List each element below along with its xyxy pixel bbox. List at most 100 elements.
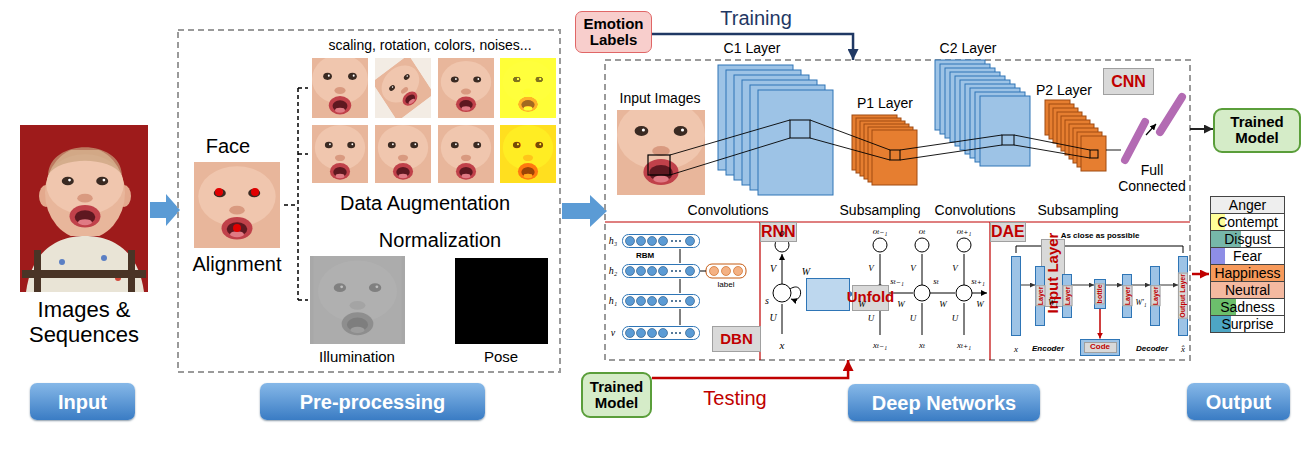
label-text: oₜ₋₁ [873,226,888,236]
output-arrow [1192,274,1209,275]
label-text: sₜ [933,276,939,286]
cnn-illustration [612,60,1182,195]
node-text: Layer [1035,286,1045,307]
node-text: Layer [1122,286,1132,307]
label-text: Subsampling [840,202,921,218]
label-text: h₁ [609,295,617,307]
model-box: Trained Model [1213,108,1301,153]
connector [1190,128,1213,130]
label-text: W [939,299,947,309]
label-text: U [910,313,917,323]
label-text: sₜ₋₁ [890,276,904,286]
layer-bar: Layer [1150,266,1160,326]
node-text: Trained Model [586,379,647,412]
node-text: Pre-processing [268,391,478,413]
emotion-name: Contempt [1217,214,1278,230]
node-text: bottle [1095,283,1105,304]
node-text: Layer [1150,286,1160,307]
label-text: x̂ [1181,344,1185,354]
node-text: Input [38,391,128,413]
connector [1021,285,1035,286]
emotion-list: AngerContemptDisgustFearHappinessNeutral… [1210,197,1285,333]
node-text: Deep Networks [856,392,1033,414]
label-text: Subsampling [1038,202,1119,218]
emotion-row: Disgust [1210,230,1285,248]
label-text: Convolutions [688,202,769,218]
label-text: C1 Layer [724,40,781,56]
label-text: As close as possible [1061,231,1140,240]
label-text: x [1014,344,1018,354]
layer-bar: Layer [1062,274,1072,318]
emotion-row: Fear [1210,247,1285,265]
label-text: V [910,263,916,273]
augmentation-images [309,51,556,186]
label-text: oₜ [919,226,926,236]
emotion-name: Disgust [1224,231,1271,247]
network-tag: CNN [1103,68,1154,95]
emotion-row: Sadness [1210,298,1285,316]
label-text: Normalization [379,229,501,252]
stage-button: Input [30,383,135,420]
label-text: Images & Sequences [19,297,149,348]
label-text: oₜ₊₁ [957,226,972,236]
label-text: Pose [484,348,518,365]
dbn-illustration [623,235,747,340]
rnn-illustration [773,238,987,335]
normalization-images [310,256,548,344]
label-text: scaling, rotation, colors, noises... [328,37,531,53]
label-text: Encoder [1032,344,1064,353]
connector [1160,285,1178,286]
stage-button: Output [1187,383,1290,420]
emotion-row: Anger [1210,196,1285,214]
unfold-box: Unfold [806,278,850,311]
emotion-name: Neutral [1225,282,1270,298]
bracket [284,88,308,300]
code-box: Code [1080,339,1120,357]
label-text: xₜ₋₁ [873,340,887,350]
network-panel: UnfoldRNN [760,222,990,360]
connector [652,360,848,378]
label-text: Data Augmentation [340,192,510,215]
emotion-name: Happiness [1214,265,1280,281]
emotion-row: Contempt [1210,213,1285,231]
label-text: V [868,263,874,273]
label-text: sₜ₊₁ [971,276,985,286]
node-text: Emotion Labels [580,16,648,49]
label-text: h₃ [609,235,617,247]
label-text: U [868,313,875,323]
label-text: W [897,299,905,309]
node-text: Unfold [852,285,889,311]
network-frame [605,60,1190,360]
label-text: W [976,299,984,309]
emotion-name: Sadness [1220,299,1274,315]
label-text: V [770,263,776,275]
alignment-image [194,162,280,248]
label-box: Emotion Labels [575,11,652,53]
label-text: h₂ [609,265,617,277]
network-tag: DAE [990,222,1026,242]
label-text: Illumination [319,348,395,365]
edge-label: Testing [701,387,768,409]
label-text: RBM [636,251,654,260]
label-text: U [952,313,959,323]
network-panel: DBN [605,222,760,360]
label-text: W [858,299,866,309]
label-text: Convolutions [935,202,1016,218]
label-text: xₜ₊₁ [957,340,971,350]
label-text: V [952,263,958,273]
probability-bar [1211,248,1225,264]
stage-button: Deep Networks [848,384,1040,421]
label-text: W′₁ [1135,298,1146,307]
layer-bar: bottle [1094,279,1106,309]
emotion-name: Fear [1233,248,1262,264]
edge-label: Training [718,7,794,29]
emotion-row: Surprise [1210,315,1285,333]
label-text: label [718,280,735,289]
label-text: x [780,339,785,352]
node-text: Layer [1062,286,1072,307]
preprocessing-frame [178,30,560,372]
label-text: Face [206,135,250,158]
network-tag: DBN [712,326,761,352]
layer-bar: Input Layer [1011,256,1021,336]
network-panel: CNN [605,60,1190,222]
